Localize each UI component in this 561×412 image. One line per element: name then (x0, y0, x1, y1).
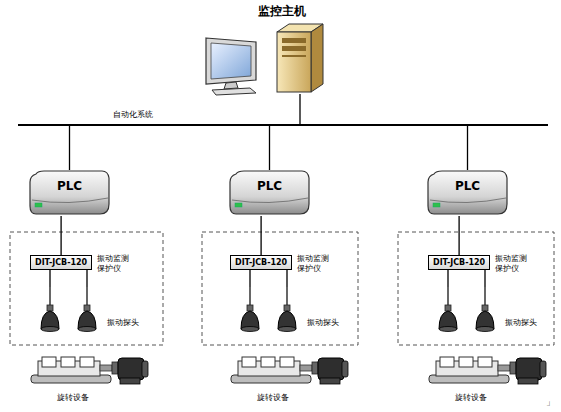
connector-line (69, 124, 70, 170)
probe-node: 振动探头 (35, 287, 155, 335)
plc-node: PLC (28, 170, 111, 216)
host-node: 监控主机 (195, 0, 335, 98)
equip-node: 旋转设备 (426, 352, 551, 408)
host-title: 监控主机 (258, 3, 306, 20)
dashed-group (10, 232, 163, 345)
plc-label: PLC (28, 179, 111, 193)
connector-line (260, 216, 261, 255)
connector-line (448, 270, 485, 287)
corner-mark: 」 (546, 396, 555, 409)
vibration-probe (38, 287, 62, 333)
probe-label: 振动探头 (107, 317, 139, 328)
dit-node: DIT-JCB-120 振动监测保护仪 (30, 253, 155, 281)
vibration-probe (238, 287, 262, 333)
connector-line (60, 216, 61, 255)
bus-label: 自动化系统 (113, 109, 153, 120)
equipment-label: 旋转设备 (426, 392, 516, 403)
connector-line (269, 124, 270, 170)
dit-node: DIT-JCB-120 振动监测保护仪 (428, 253, 553, 281)
plc-label: PLC (228, 179, 311, 193)
dashed-group (202, 232, 358, 345)
protector-box: DIT-JCB-120 (428, 255, 490, 270)
dashed-group (398, 232, 554, 345)
plc-device (28, 170, 111, 216)
rotating-machine (426, 352, 551, 388)
probe-label: 振动探头 (307, 317, 339, 328)
model-number: DIT-JCB-120 (235, 258, 287, 267)
monitor-icon (200, 34, 262, 96)
computer-tower (275, 22, 325, 94)
connector-line (458, 216, 459, 255)
plc-label: PLC (426, 179, 509, 193)
plc-node: PLC (228, 170, 311, 216)
dit-node: DIT-JCB-120 振动监测保护仪 (230, 253, 355, 281)
protector-box: DIT-JCB-120 (30, 255, 92, 270)
plc-device (228, 170, 311, 216)
probe-node: 振动探头 (433, 287, 553, 335)
vibration-probe (275, 287, 299, 333)
bus-line (18, 124, 548, 126)
rotating-machine (228, 352, 353, 388)
bus-node: 自动化系统 (18, 108, 548, 127)
equipment-label: 旋转设备 (228, 392, 318, 403)
model-number: DIT-JCB-120 (35, 258, 87, 267)
equip-node: 旋转设备 (228, 352, 353, 408)
probe-label: 振动探头 (505, 317, 537, 328)
plc-node: PLC (426, 170, 509, 216)
connector-line (467, 124, 468, 170)
rotating-machine (28, 352, 153, 388)
probe-node: 振动探头 (235, 287, 355, 335)
connector-line (299, 94, 300, 124)
connector-line (250, 270, 287, 287)
plc-device (426, 170, 509, 216)
vibration-probe (75, 287, 99, 333)
protector-box: DIT-JCB-120 (230, 255, 292, 270)
device-label: 振动监测保护仪 (97, 254, 131, 275)
vibration-probe (473, 287, 497, 333)
device-label: 振动监测保护仪 (297, 254, 331, 275)
model-number: DIT-JCB-120 (433, 258, 485, 267)
vibration-probe (436, 287, 460, 333)
equipment-label: 旋转设备 (28, 392, 118, 403)
connector-line (50, 270, 87, 287)
equip-node: 旋转设备 (28, 352, 153, 408)
device-label: 振动监测保护仪 (495, 254, 529, 275)
